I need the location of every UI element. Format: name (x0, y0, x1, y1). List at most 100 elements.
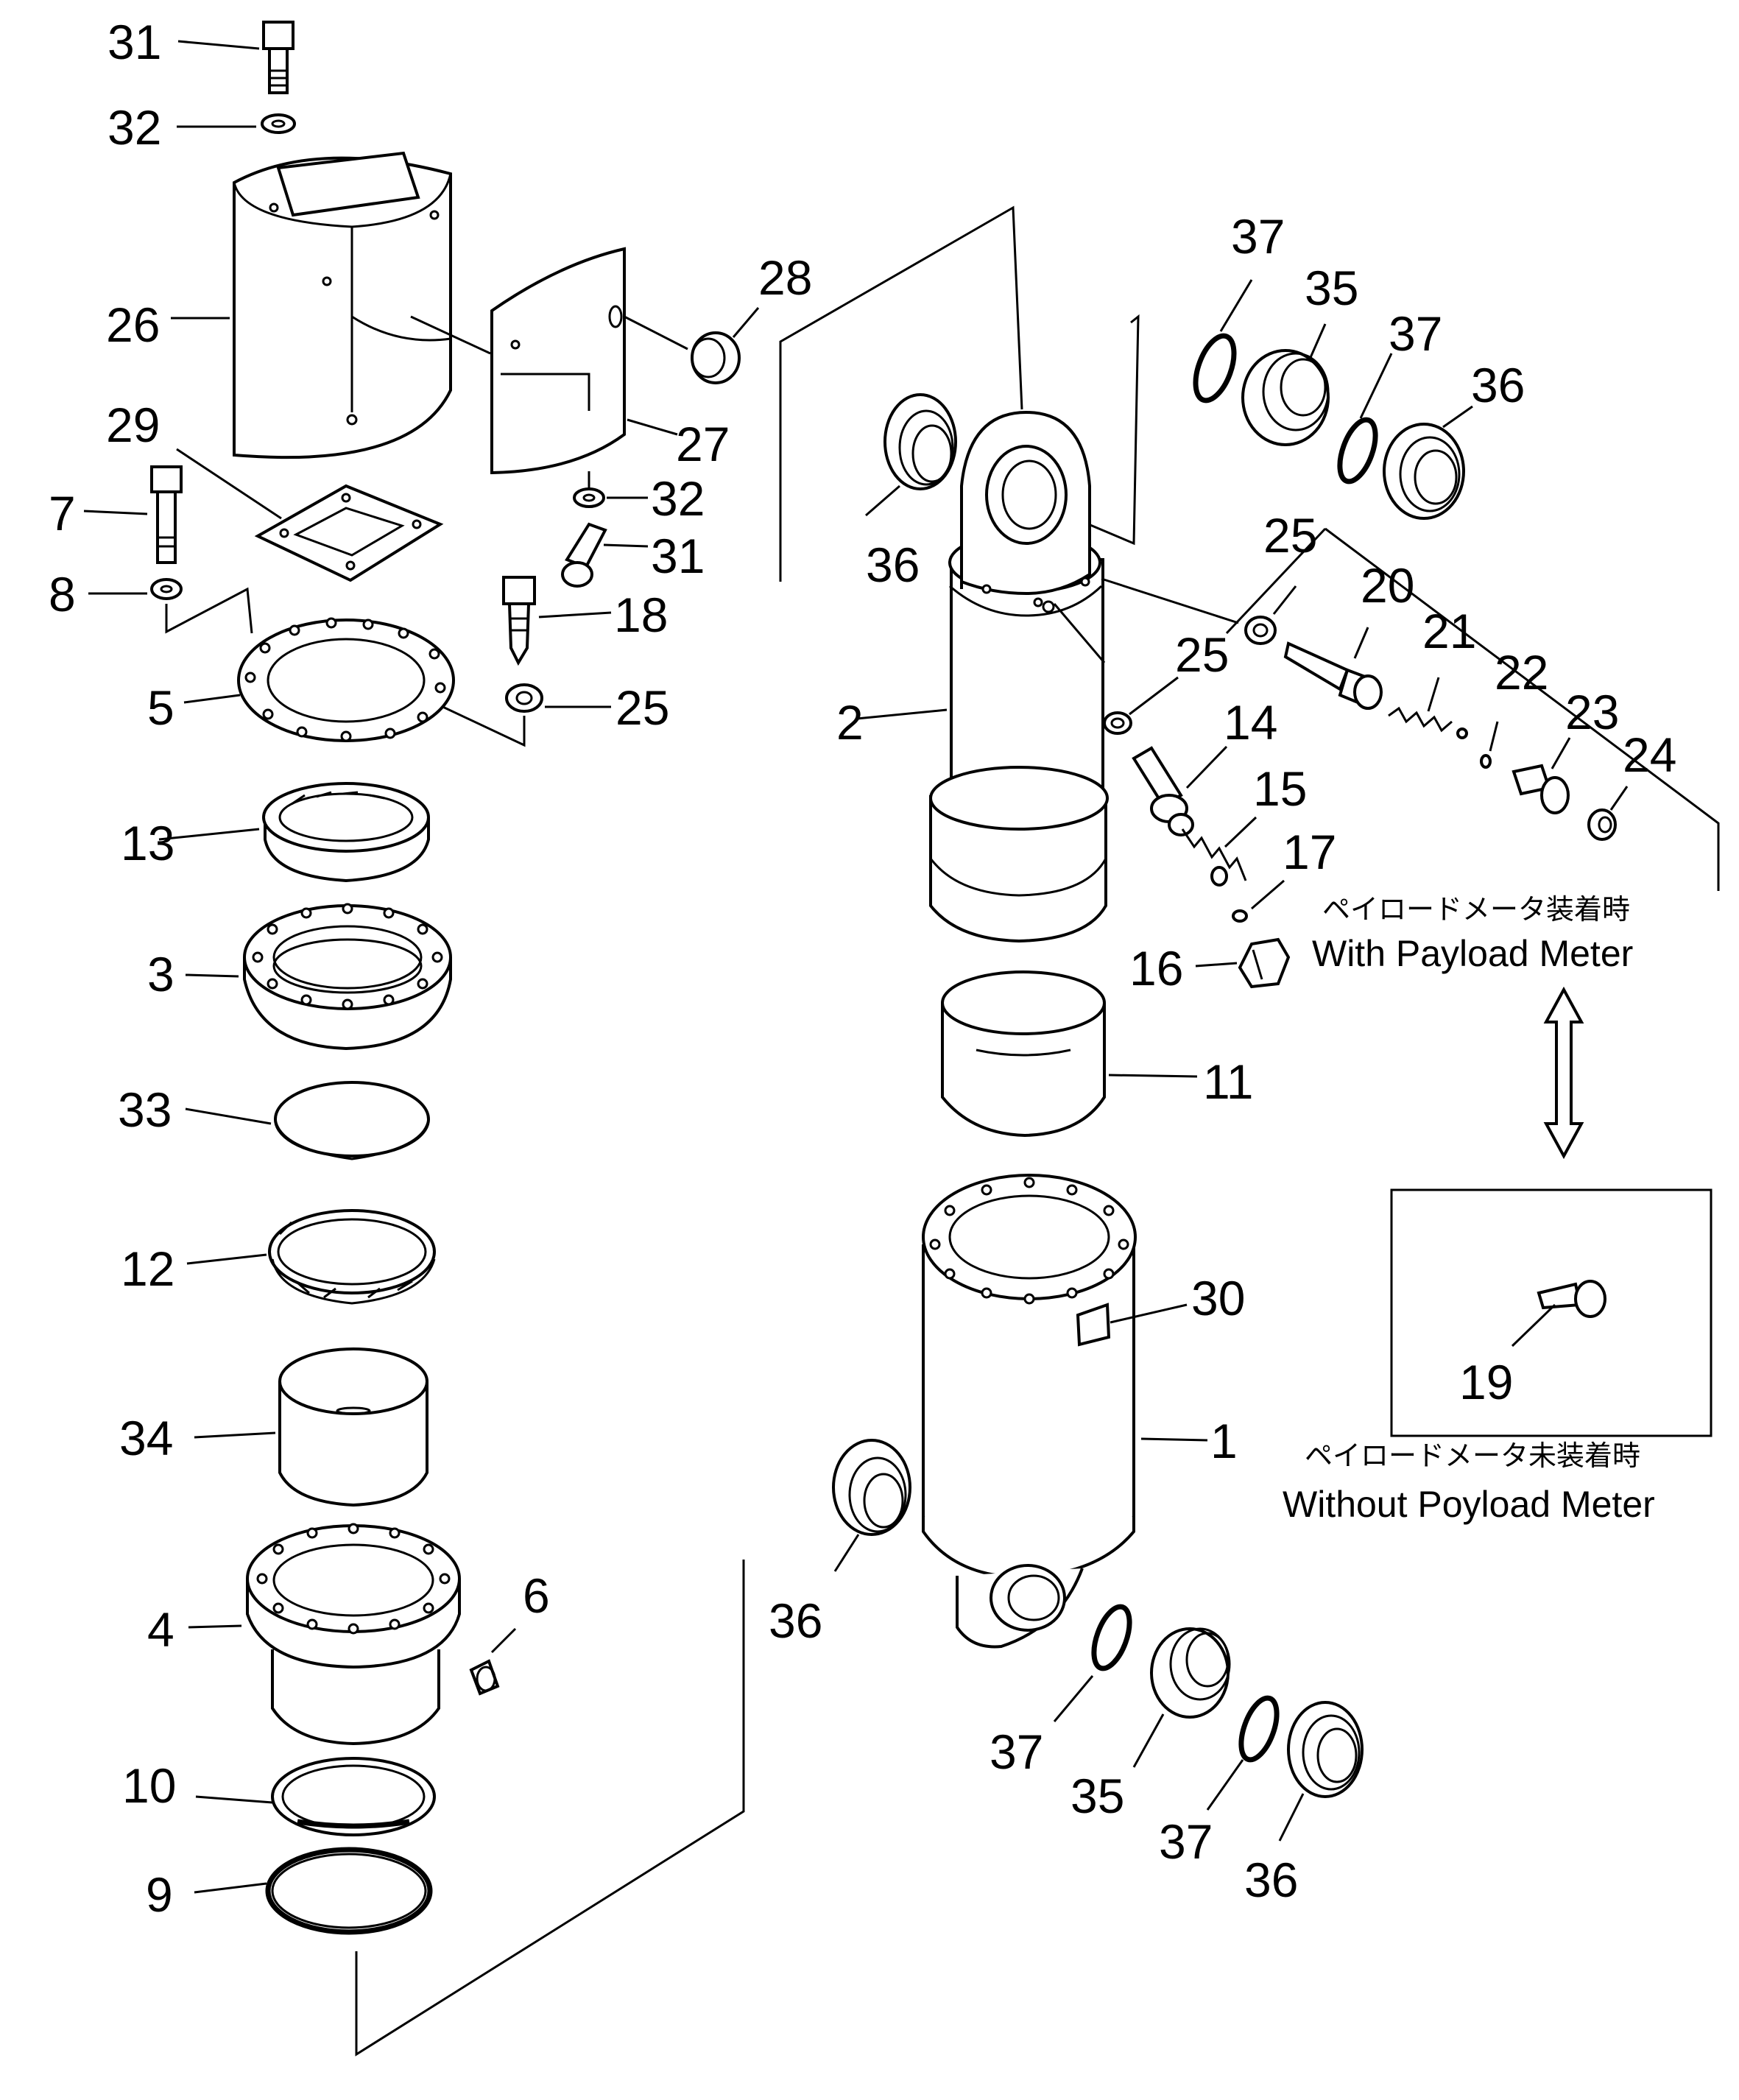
part-31-bolt-top (262, 21, 294, 94)
leader-10 (195, 1795, 273, 1804)
caption-without-en: Without Poyload Meter (1283, 1484, 1655, 1525)
part-37-o-ring-b (1337, 417, 1378, 485)
callout-36a: 36 (866, 538, 920, 592)
leader-16 (1195, 962, 1238, 968)
part-8-washer (150, 578, 183, 600)
part-18-bolt (502, 576, 536, 666)
callout-36b: 36 (769, 1593, 822, 1648)
payload-box-border-top (1324, 527, 1720, 891)
leader-27 (627, 418, 678, 436)
leader-29 (176, 448, 282, 520)
callout-32a: 32 (107, 100, 161, 155)
leader-5 (183, 694, 241, 704)
part-24-nut (1587, 808, 1617, 841)
callout-25b: 25 (1263, 508, 1317, 563)
assembly-line-top (779, 205, 1023, 582)
part-15-spring (1181, 828, 1247, 887)
callout-35a: 35 (1305, 261, 1358, 315)
part-34-sleeve (278, 1347, 428, 1507)
part-37-o-ring-d (1238, 1695, 1280, 1763)
leader-24 (1609, 786, 1629, 811)
part-19-plug (1537, 1280, 1606, 1318)
part-6-plug (469, 1659, 500, 1696)
part-16-cap (1238, 937, 1291, 989)
leader-3 (185, 973, 239, 978)
callout-24: 24 (1623, 727, 1676, 782)
callout-30: 30 (1191, 1271, 1245, 1325)
callout-37d: 37 (1159, 1814, 1213, 1869)
part-26-cover (233, 151, 452, 459)
callout-14: 14 (1224, 695, 1277, 750)
part-35-bushing-a (1241, 349, 1330, 446)
callout-9: 9 (146, 1867, 173, 1922)
part-36-seal-c (1383, 423, 1465, 520)
callout-17: 17 (1283, 825, 1336, 879)
part-17-o-ring (1232, 909, 1248, 923)
callout-28: 28 (758, 250, 812, 305)
callout-8: 8 (49, 567, 76, 621)
part-30-label (1076, 1303, 1111, 1347)
part-29-gasket (254, 484, 444, 582)
part-23-plug (1512, 764, 1570, 814)
callout-19: 19 (1459, 1355, 1513, 1409)
part-25-washer-upper (1244, 616, 1277, 645)
leader-25c (1129, 676, 1179, 716)
callout-11: 11 (1203, 1054, 1254, 1109)
callout-31b: 31 (651, 529, 705, 583)
part-32-washer-mid (573, 487, 605, 508)
leader-36d (1278, 1793, 1305, 1842)
callout-20: 20 (1361, 558, 1414, 613)
leader-20 (1353, 627, 1369, 659)
part-9-o-ring (265, 1847, 433, 1935)
callout-32b: 32 (651, 471, 705, 526)
part-25-washer-center (1103, 711, 1132, 735)
leader-7 (83, 510, 148, 515)
leader-28 (732, 307, 760, 338)
leader-6 (490, 1627, 517, 1654)
callout-26: 26 (106, 297, 160, 352)
leader-37c (1053, 1675, 1094, 1722)
leader-31a (177, 40, 260, 50)
part-3-ring-flange (243, 903, 452, 1051)
leader-21 (1427, 677, 1440, 712)
leader-37d (1206, 1759, 1244, 1811)
callout-27: 27 (676, 417, 730, 471)
callout-10: 10 (122, 1758, 176, 1813)
part-36-seal-a (883, 393, 957, 490)
callout-22: 22 (1495, 645, 1548, 700)
double-arrow (1543, 986, 1584, 1160)
leader-36a (865, 485, 900, 517)
callout-25a: 25 (615, 680, 669, 735)
part-14-valve (1132, 746, 1194, 836)
part-5-flange-gasket (237, 617, 455, 742)
leader-36b (833, 1534, 860, 1572)
callout-2: 2 (836, 695, 864, 750)
callout-33: 33 (118, 1082, 172, 1137)
part-11-sleeve (941, 970, 1106, 1138)
callout-21: 21 (1422, 604, 1476, 658)
callout-23: 23 (1565, 685, 1619, 739)
leader-9 (194, 1882, 267, 1894)
callout-13: 13 (121, 816, 174, 870)
leader-36c (1442, 405, 1473, 429)
leader-23 (1551, 737, 1571, 769)
leader-19 (1511, 1303, 1556, 1347)
part-37-o-ring-c (1091, 1604, 1132, 1671)
part-22-o-ring (1480, 754, 1492, 769)
caption-with-jp: ペイロードメータ装着時 (1322, 893, 1630, 926)
part-28-plug (691, 331, 741, 384)
part-35-bushing-b (1150, 1627, 1231, 1719)
callout-1: 1 (1210, 1414, 1238, 1468)
part-10-ring (271, 1757, 436, 1836)
part-2-rod (929, 410, 1109, 943)
callout-16: 16 (1129, 941, 1183, 996)
callout-31a: 31 (107, 15, 161, 69)
leader-37b (1359, 353, 1393, 419)
leader-26-27 (410, 315, 491, 355)
leader-33 (185, 1107, 272, 1125)
callout-25c: 25 (1175, 627, 1229, 682)
callout-3: 3 (147, 947, 174, 1001)
part-7-bolt (150, 465, 183, 564)
callout-29: 29 (106, 398, 160, 452)
